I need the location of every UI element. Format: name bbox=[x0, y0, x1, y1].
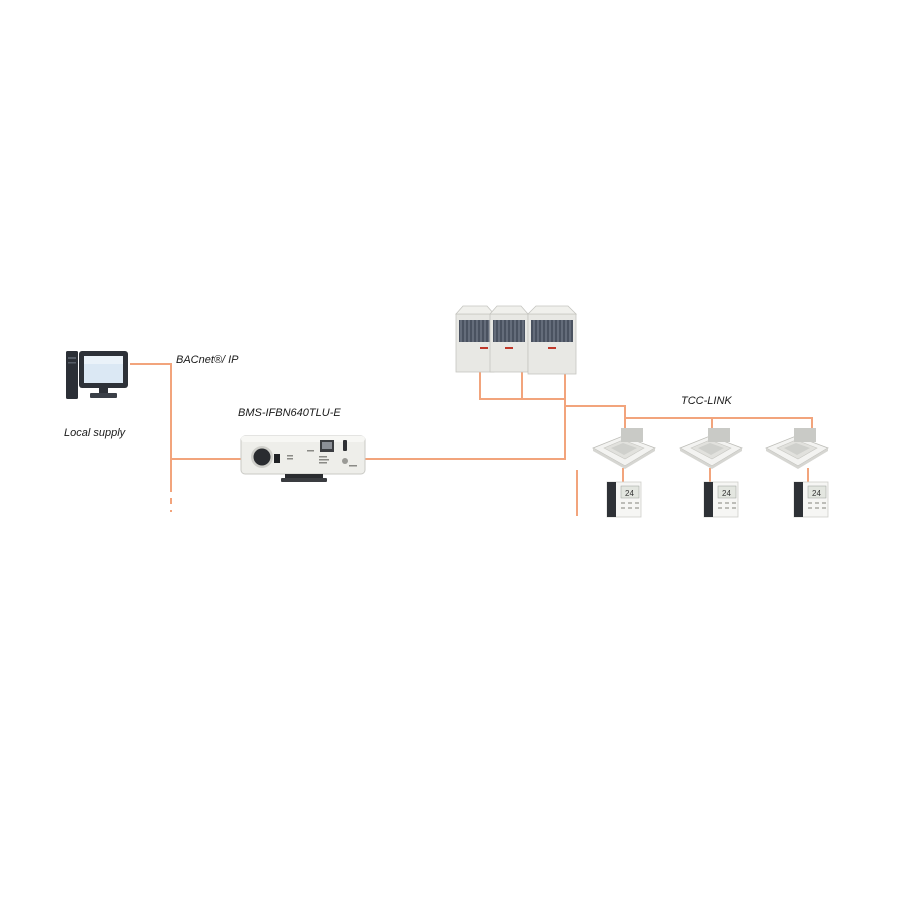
ceiling-cassette-unit bbox=[679, 428, 743, 469]
gateway-to-outdoor-wire bbox=[365, 400, 566, 460]
desktop-computer-icon bbox=[66, 351, 128, 399]
ceiling-cassette-unit bbox=[592, 428, 656, 469]
indoor-unit-group bbox=[592, 428, 829, 469]
bacnet-ip-wire bbox=[130, 363, 172, 486]
vrf-outdoor-unit-group bbox=[455, 305, 577, 375]
wired-remote-controller: 24 bbox=[606, 481, 642, 518]
remote-temperature-display: 24 bbox=[722, 489, 731, 498]
indoor-bus-label: TCC-LINK bbox=[681, 395, 732, 407]
remote-group: 24 24 24 bbox=[606, 481, 829, 518]
bacnet-gateway-device bbox=[240, 435, 366, 482]
gateway-model-label: BMS-IFBN640TLU-E bbox=[238, 407, 341, 419]
vrf-outdoor-unit bbox=[527, 305, 577, 375]
vrf-outdoor-unit bbox=[455, 305, 495, 373]
remote-temperature-display: 24 bbox=[625, 489, 634, 498]
tcc-link-to-indoor-1 bbox=[565, 405, 626, 432]
wired-remote-controller: 24 bbox=[703, 481, 739, 518]
local-supply-label: Local supply bbox=[64, 427, 126, 439]
vrf-outdoor-unit bbox=[489, 305, 529, 373]
tcc-link-bus bbox=[625, 417, 813, 432]
ceiling-cassette-unit bbox=[765, 428, 829, 469]
protocol-label: BACnet®/ IP bbox=[176, 354, 239, 366]
wired-remote-controller: 24 bbox=[793, 481, 829, 518]
remote-temperature-display: 24 bbox=[812, 489, 821, 498]
wiring bbox=[130, 363, 813, 516]
